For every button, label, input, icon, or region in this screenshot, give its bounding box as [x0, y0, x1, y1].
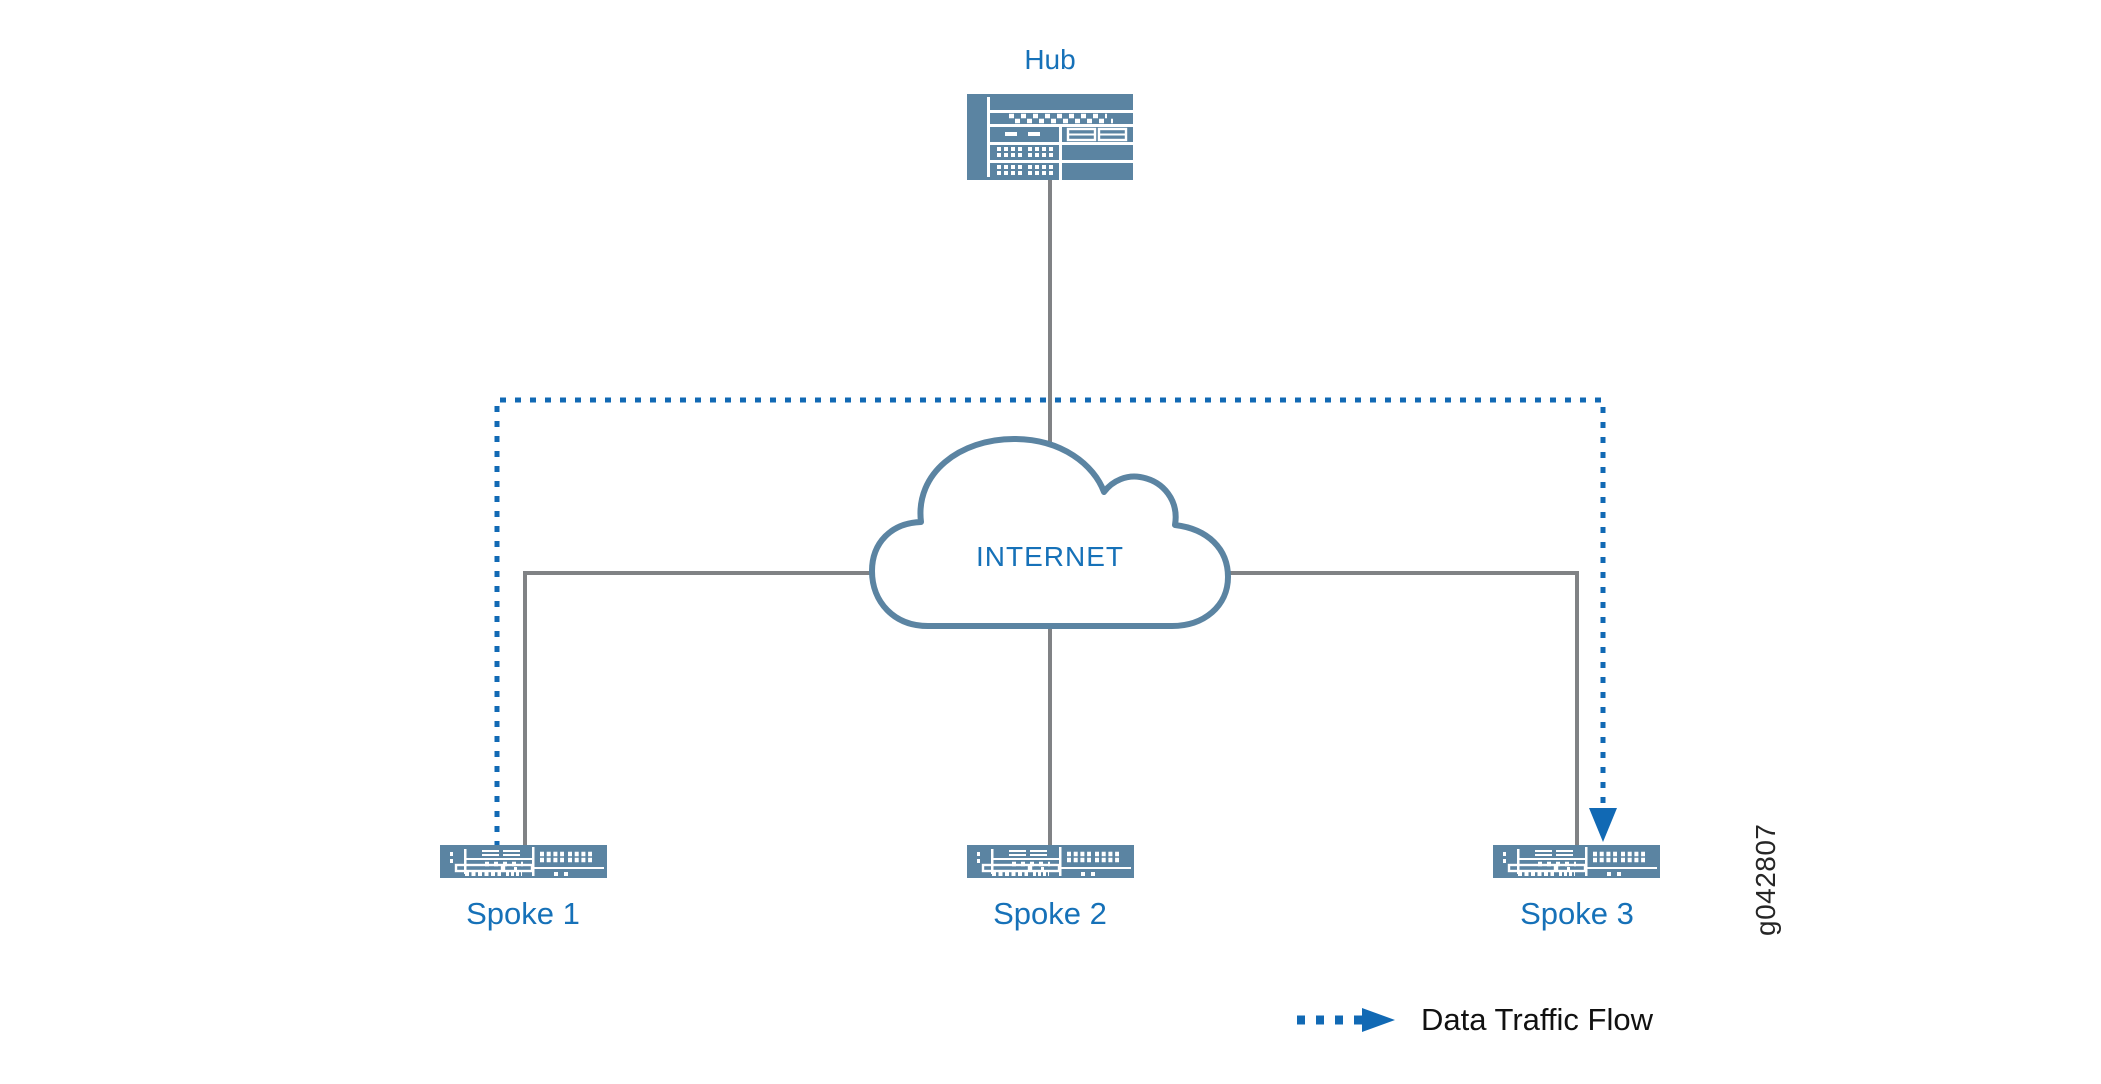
internet-spoke3-link	[1215, 571, 1579, 847]
spoke-router-icon	[440, 845, 607, 878]
internet-label: INTERNET	[976, 541, 1124, 572]
data-traffic-flow-arrow-icon	[1297, 1008, 1395, 1032]
spoke3-label: Spoke 3	[1520, 896, 1634, 931]
internet-spoke1-link	[523, 571, 885, 847]
internet-cloud-icon	[869, 436, 1231, 629]
spoke-router-icon	[967, 845, 1134, 878]
legend-label: Data Traffic Flow	[1421, 1002, 1654, 1037]
spoke-router-icon	[1493, 845, 1660, 878]
figure-id: g042807	[1750, 823, 1781, 936]
hub-router-icon	[967, 94, 1133, 180]
legend: Data Traffic Flow	[1295, 1002, 1653, 1038]
spoke2-label: Spoke 2	[993, 896, 1107, 931]
data-traffic-flow-arrowhead	[1589, 808, 1617, 842]
spoke1-label: Spoke 1	[466, 896, 580, 931]
data-traffic-flow-path	[494, 397, 1606, 847]
hub-label: Hub	[1024, 44, 1076, 75]
